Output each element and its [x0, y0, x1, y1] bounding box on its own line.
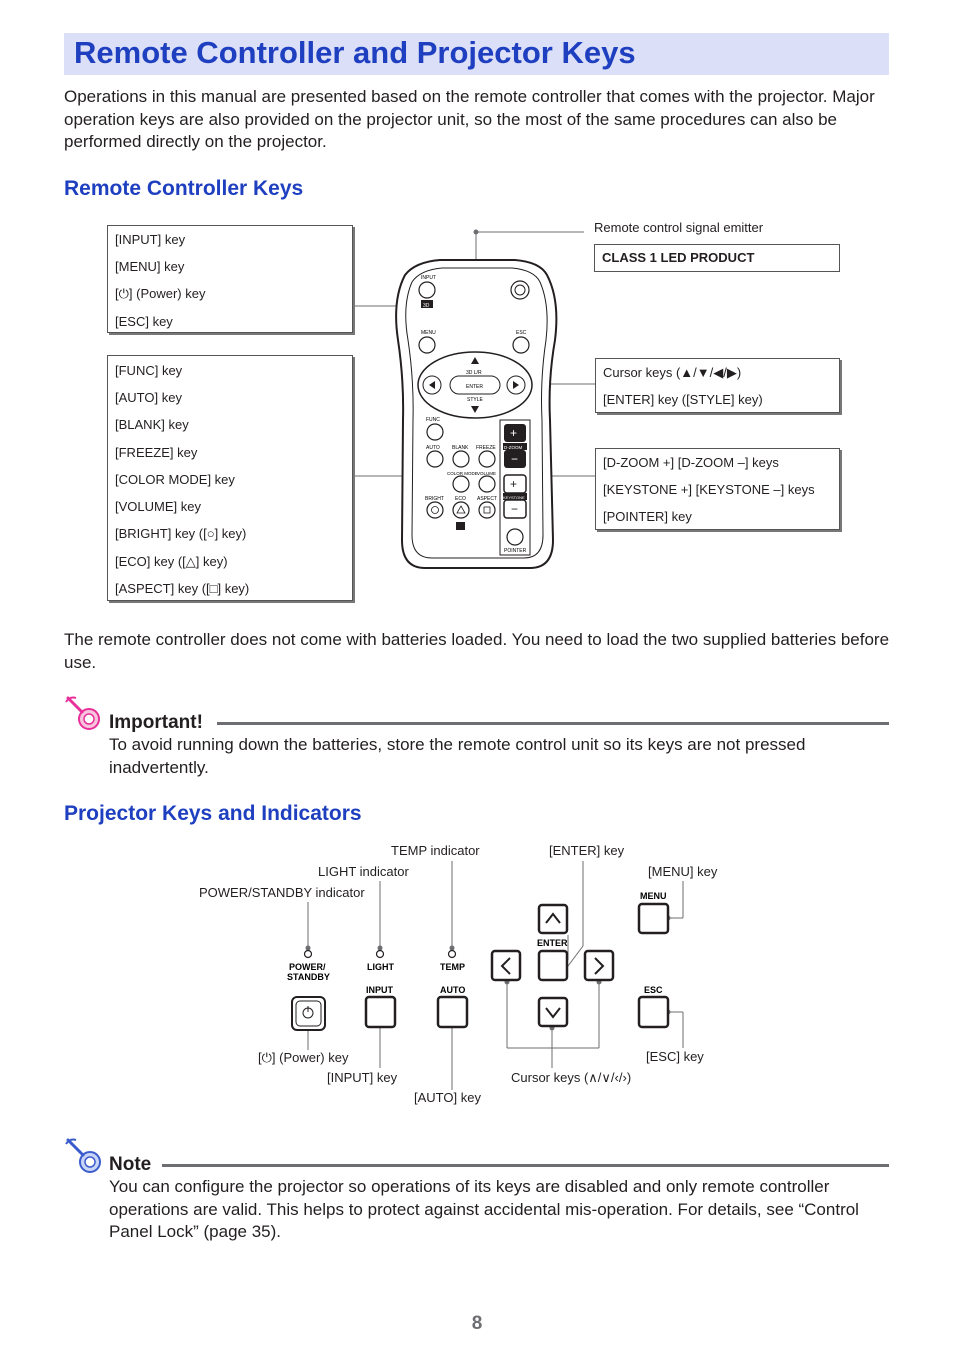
remote-volume-label: VOLUME [477, 471, 496, 476]
page-number: 8 [471, 1313, 483, 1334]
note-text: You can configure the projector so opera… [109, 1177, 859, 1241]
panel-power-label-2: STANDBY [287, 972, 330, 982]
remote-input-label: INPUT [421, 275, 436, 281]
emitter-label: Remote control signal emitter [594, 220, 764, 235]
remote-enter-label: ENTER [466, 384, 483, 390]
callout-box-bottom-left: [FUNC] key [AUTO] key [BLANK] key [FREEZ… [107, 355, 353, 601]
projector-section-heading: Projector Keys and Indicators [64, 802, 362, 825]
svg-text:−: − [511, 452, 518, 466]
callout-line: [ENTER] key ([STYLE] key) [603, 392, 763, 407]
remote-dzoom-label: D-ZOOM [504, 445, 522, 450]
svg-text:+: + [510, 477, 517, 491]
remote-auto-label: AUTO [426, 445, 440, 451]
callout-line: [AUTO] key [115, 390, 182, 405]
note-icon [65, 1138, 101, 1173]
callout-line: [INPUT] key [115, 232, 186, 247]
projector-panel-diagram: POWER/ STANDBY LIGHT TEMP INPUT AUTO ENT… [287, 861, 684, 1090]
important-rule [217, 722, 889, 725]
remote-bright-label: BRIGHT [425, 496, 444, 502]
menu-key-label: [MENU] key [648, 864, 718, 879]
svg-text:−: − [511, 502, 518, 516]
remote-keystone-label: KEYSTONE [503, 495, 525, 500]
panel-enter-label: ENTER [537, 938, 568, 948]
remote-esc-label: ESC [516, 330, 527, 336]
important-text: To avoid running down the batteries, sto… [109, 735, 806, 777]
callout-line: Cursor keys (▲/▼/◀/▶) [603, 365, 742, 380]
class-led-label: CLASS 1 LED PRODUCT [602, 250, 755, 265]
batteries-paragraph: The remote controller does not come with… [64, 630, 890, 672]
remote-section-heading: Remote Controller Keys [64, 177, 304, 200]
esc-key-label: [ESC] key [646, 1049, 704, 1064]
remote-func-label: FUNC [426, 417, 440, 423]
important-icon [65, 696, 100, 730]
panel-esc-label: ESC [644, 985, 663, 995]
callout-line: [VOLUME] key [115, 499, 201, 514]
cursor-keys-label: Cursor keys (∧/∨/‹/›) [511, 1070, 632, 1085]
remote-3d-label: 3D [423, 303, 430, 309]
remote-blank-label: BLANK [452, 445, 469, 451]
panel-light-label: LIGHT [367, 962, 394, 972]
callout-line: [ECO] key ([△] key) [115, 554, 228, 569]
remote-colormode-label: COLOR MODE [447, 471, 478, 476]
callout-line: [POINTER] key [603, 509, 692, 524]
note-rule [162, 1164, 889, 1167]
remote-style-label: STYLE [467, 397, 484, 403]
enter-key-label: [ENTER] key [549, 843, 625, 858]
remote-aspect-label: ASPECT [477, 496, 497, 502]
callout-line: [⏻] (Power) key [115, 286, 206, 301]
class-led-box: CLASS 1 LED PRODUCT [594, 244, 840, 272]
panel-input-label: INPUT [366, 985, 394, 995]
callout-line: [MENU] key [115, 259, 185, 274]
intro-paragraph: Operations in this manual are presented … [64, 87, 875, 151]
callout-line: [D-ZOOM +] [D-ZOOM –] keys [603, 455, 779, 470]
light-indicator-label: LIGHT indicator [318, 864, 409, 879]
important-heading: Important! [109, 712, 203, 733]
callout-line: [KEYSTONE +] [KEYSTONE –] keys [603, 482, 815, 497]
remote-freeze-label: FREEZE [476, 445, 496, 451]
callout-line: [FUNC] key [115, 363, 183, 378]
input-key-label: [INPUT] key [327, 1070, 398, 1085]
page-title-bar: Remote Controller and Projector Keys [64, 33, 889, 75]
remote-3dlr-label: 3D L/R [466, 370, 482, 376]
power-standby-indicator-label: POWER/STANDBY indicator [199, 885, 365, 900]
remote-controller-diagram: INPUT 3D MENU ESC ENTER 3D L/R STYLE FUN… [353, 229, 597, 569]
remote-pointer-label: POINTER [504, 548, 527, 554]
panel-auto-label: AUTO [440, 985, 465, 995]
remote-menu-label: MENU [421, 330, 436, 336]
svg-text:+: + [510, 426, 517, 440]
callout-line: [ASPECT] key ([□] key) [115, 581, 250, 596]
callout-line: [COLOR MODE] key [115, 472, 235, 487]
panel-temp-label: TEMP [440, 962, 465, 972]
power-key-label: [⏻] (Power) key [258, 1050, 349, 1065]
auto-key-label: [AUTO] key [414, 1090, 481, 1105]
callout-line: [BLANK] key [115, 417, 189, 432]
callout-box-top-left: [INPUT] key [MENU] key [⏻] (Power) key [… [107, 225, 353, 333]
page-title: Remote Controller and Projector Keys [74, 35, 636, 70]
callout-box-zoom: [D-ZOOM +] [D-ZOOM –] keys [KEYSTONE +] … [595, 448, 840, 530]
panel-power-label-1: POWER/ [289, 962, 326, 972]
callout-line: [BRIGHT] key ([○] key) [115, 526, 247, 541]
panel-menu-label: MENU [640, 891, 667, 901]
callout-box-cursor: Cursor keys (▲/▼/◀/▶) [ENTER] key ([STYL… [595, 358, 840, 413]
callout-line: [FREEZE] key [115, 445, 198, 460]
callout-line: [ESC] key [115, 314, 173, 329]
note-heading: Note [109, 1154, 152, 1175]
remote-eco-label: ECO [455, 496, 466, 502]
temp-indicator-label: TEMP indicator [391, 843, 480, 858]
